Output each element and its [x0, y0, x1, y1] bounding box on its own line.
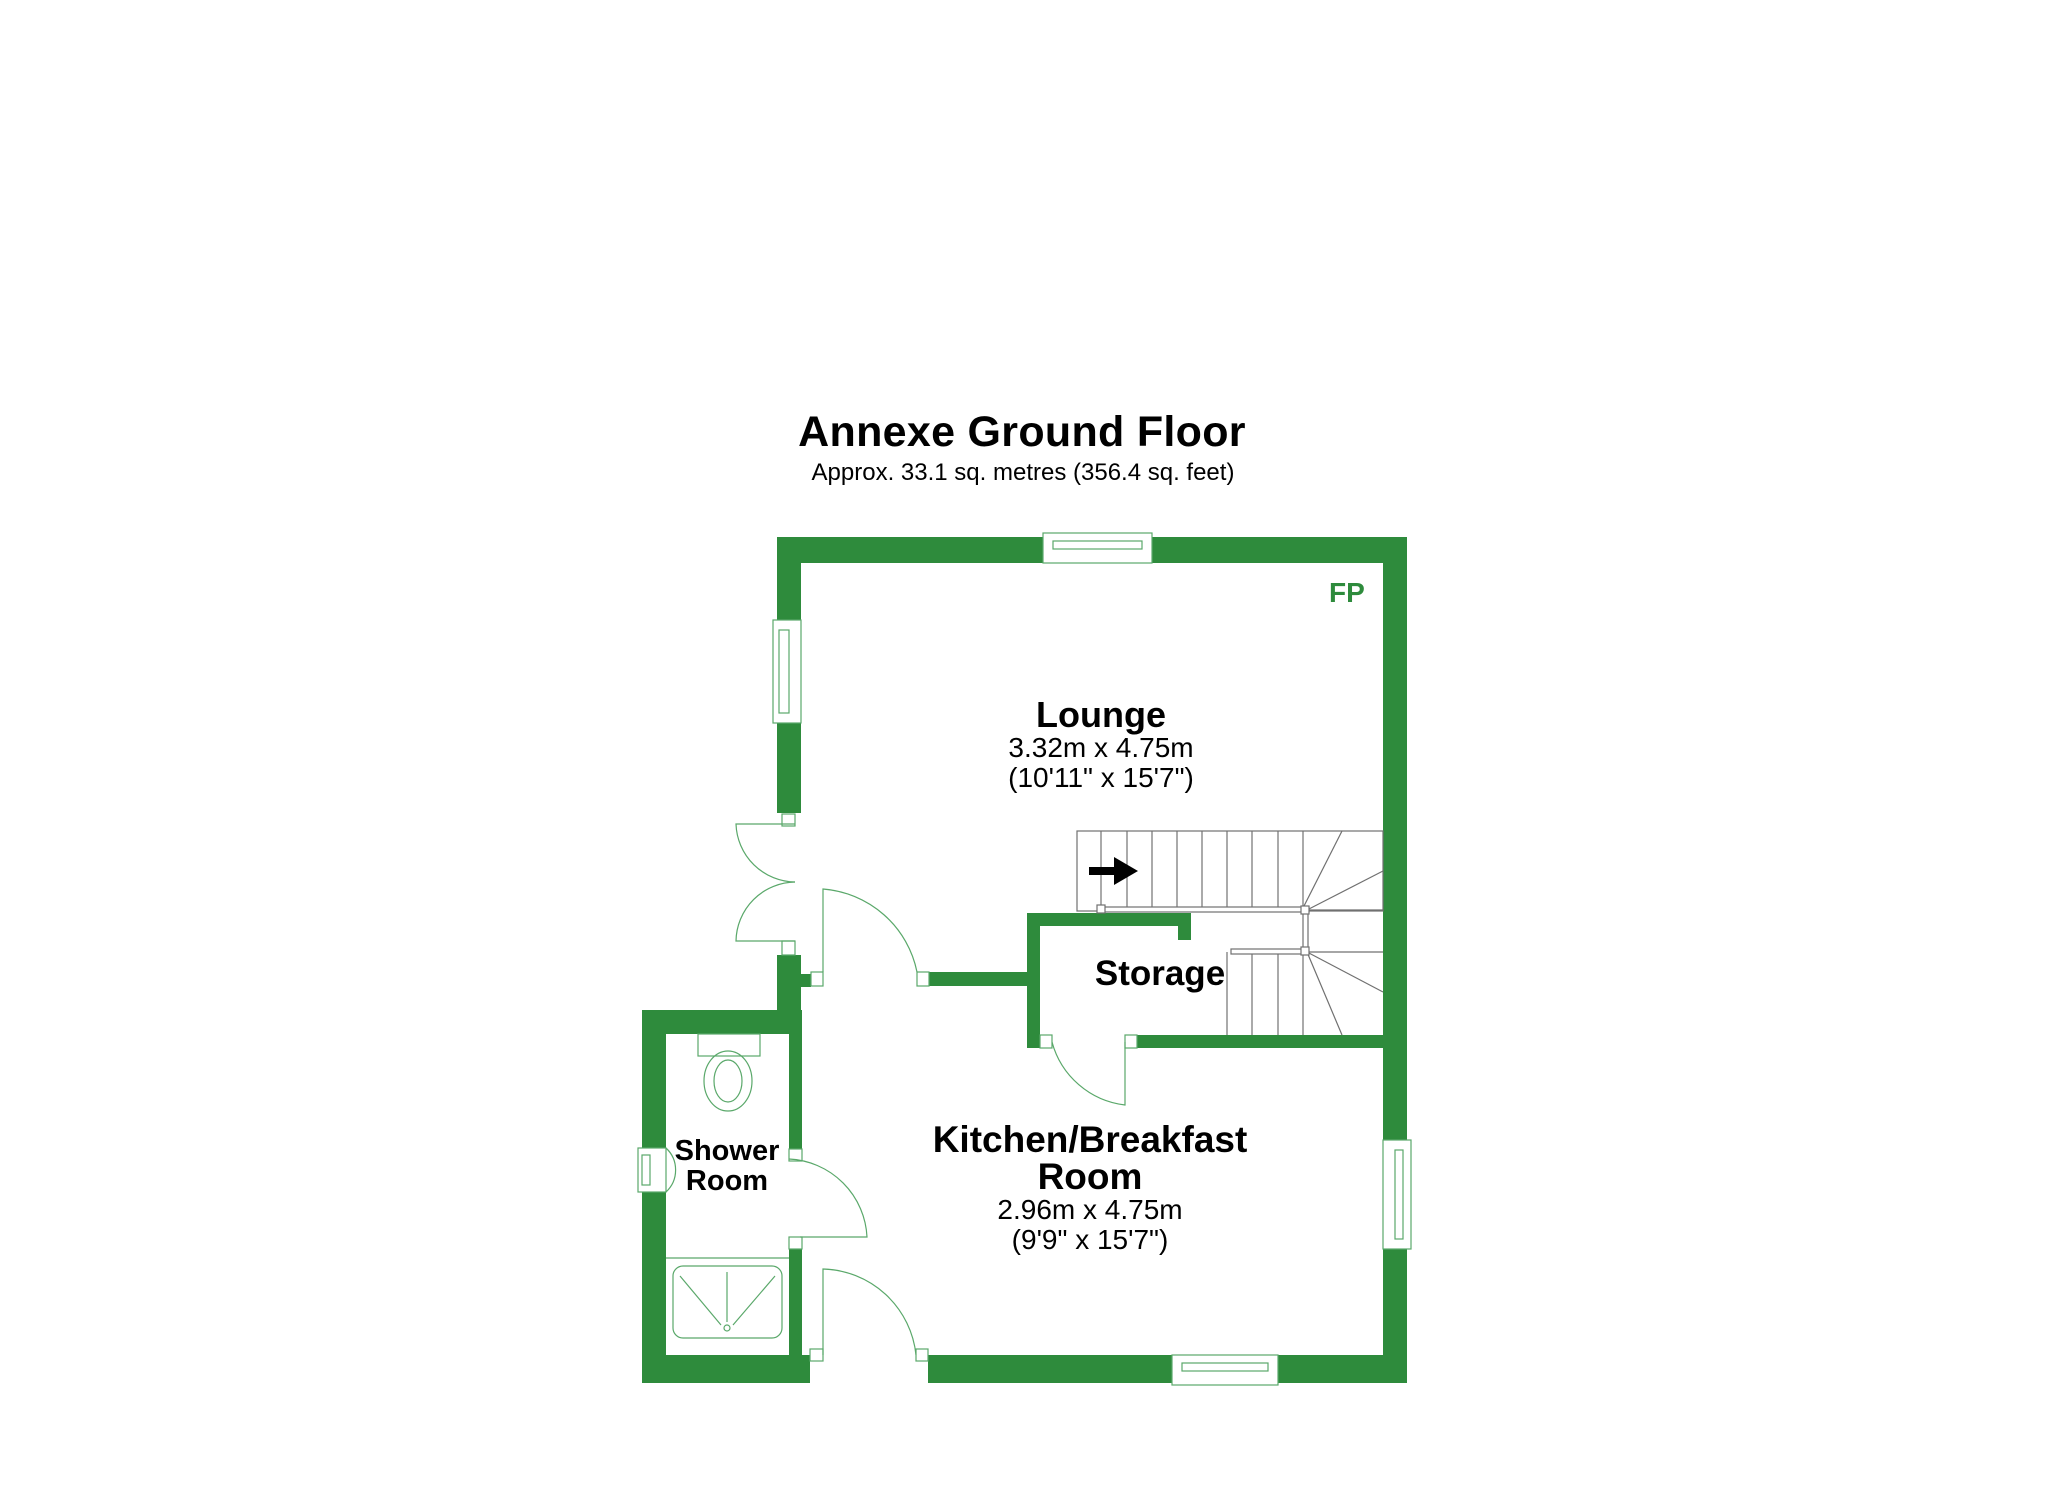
bathroom-fixtures: [665, 1033, 789, 1339]
shower-tray: [672, 1265, 783, 1339]
handrail-lower: [1230, 948, 1309, 955]
wall-partition: [929, 972, 1029, 986]
room-label-storage: Storage: [1080, 956, 1240, 991]
door-lounge-lower: [735, 881, 796, 942]
handrail-upper: [1100, 906, 1310, 913]
room-name: Lounge: [1036, 694, 1166, 735]
window-top: [1042, 532, 1153, 564]
plan-area-subtitle: Approx. 33.1 sq. metres (356.4 sq. feet): [811, 459, 1235, 486]
wall-shower-right-lower: [789, 1249, 802, 1355]
door-kitchen-external: [822, 1268, 917, 1356]
door-shower: [788, 1158, 868, 1238]
room-name: Storage: [1094, 954, 1226, 993]
toilet-cistern: [697, 1033, 761, 1057]
windows: [637, 532, 1412, 1386]
plan-title: Annexe Ground Floor: [798, 408, 1246, 456]
room-dim-metric: 2.96m x 4.75m: [997, 1194, 1183, 1225]
window-right: [1382, 1139, 1412, 1250]
walls: [642, 537, 1407, 1383]
room-label-lounge: Lounge 3.32m x 4.75m (10'11" x 15'7"): [970, 697, 1232, 793]
wall-bottom-left: [642, 1355, 810, 1383]
room-name-line1: Shower: [674, 1135, 780, 1167]
wall-storage-top: [1027, 913, 1191, 926]
fireplace-label: FP: [1329, 577, 1365, 608]
door-lounge-upper: [735, 823, 796, 883]
door-storage: [1051, 1041, 1126, 1106]
stairs-arrow-icon: [1089, 857, 1138, 885]
wall-shower-top: [642, 1010, 802, 1034]
plan-header: Annexe Ground Floor Approx. 33.1 sq. met…: [0, 408, 2048, 487]
room-label-shower: Shower Room: [662, 1136, 792, 1197]
door-lounge-hall: [822, 888, 918, 973]
room-name-line2: Room: [685, 1165, 769, 1198]
room-dim-imperial: (9'9" x 15'7"): [1011, 1224, 1169, 1256]
room-dim-metric: 3.32m x 4.75m: [1008, 732, 1194, 763]
room-dim-imperial: (10'11" x 15'7"): [1008, 762, 1194, 794]
toilet-bowl: [703, 1050, 753, 1112]
staircase: [1076, 830, 1384, 1036]
room-name-line2: Room: [1037, 1156, 1143, 1197]
wall-shower-right-upper: [789, 1010, 802, 1159]
wall-storage-left: [1027, 913, 1040, 1048]
wall-storage-bottom: [1137, 1035, 1387, 1048]
wall-right: [1383, 537, 1407, 1383]
wash-basin: [665, 1147, 677, 1193]
wall-bottom: [928, 1355, 1407, 1383]
window-bottom: [1171, 1354, 1279, 1386]
room-label-kitchen: Kitchen/Breakfast Room 2.96m x 4.75m (9'…: [900, 1121, 1280, 1255]
window-left: [772, 619, 802, 724]
wall-shower-left: [642, 1010, 666, 1383]
room-name-line1: Kitchen/Breakfast: [932, 1119, 1248, 1160]
doors: [735, 813, 1138, 1362]
